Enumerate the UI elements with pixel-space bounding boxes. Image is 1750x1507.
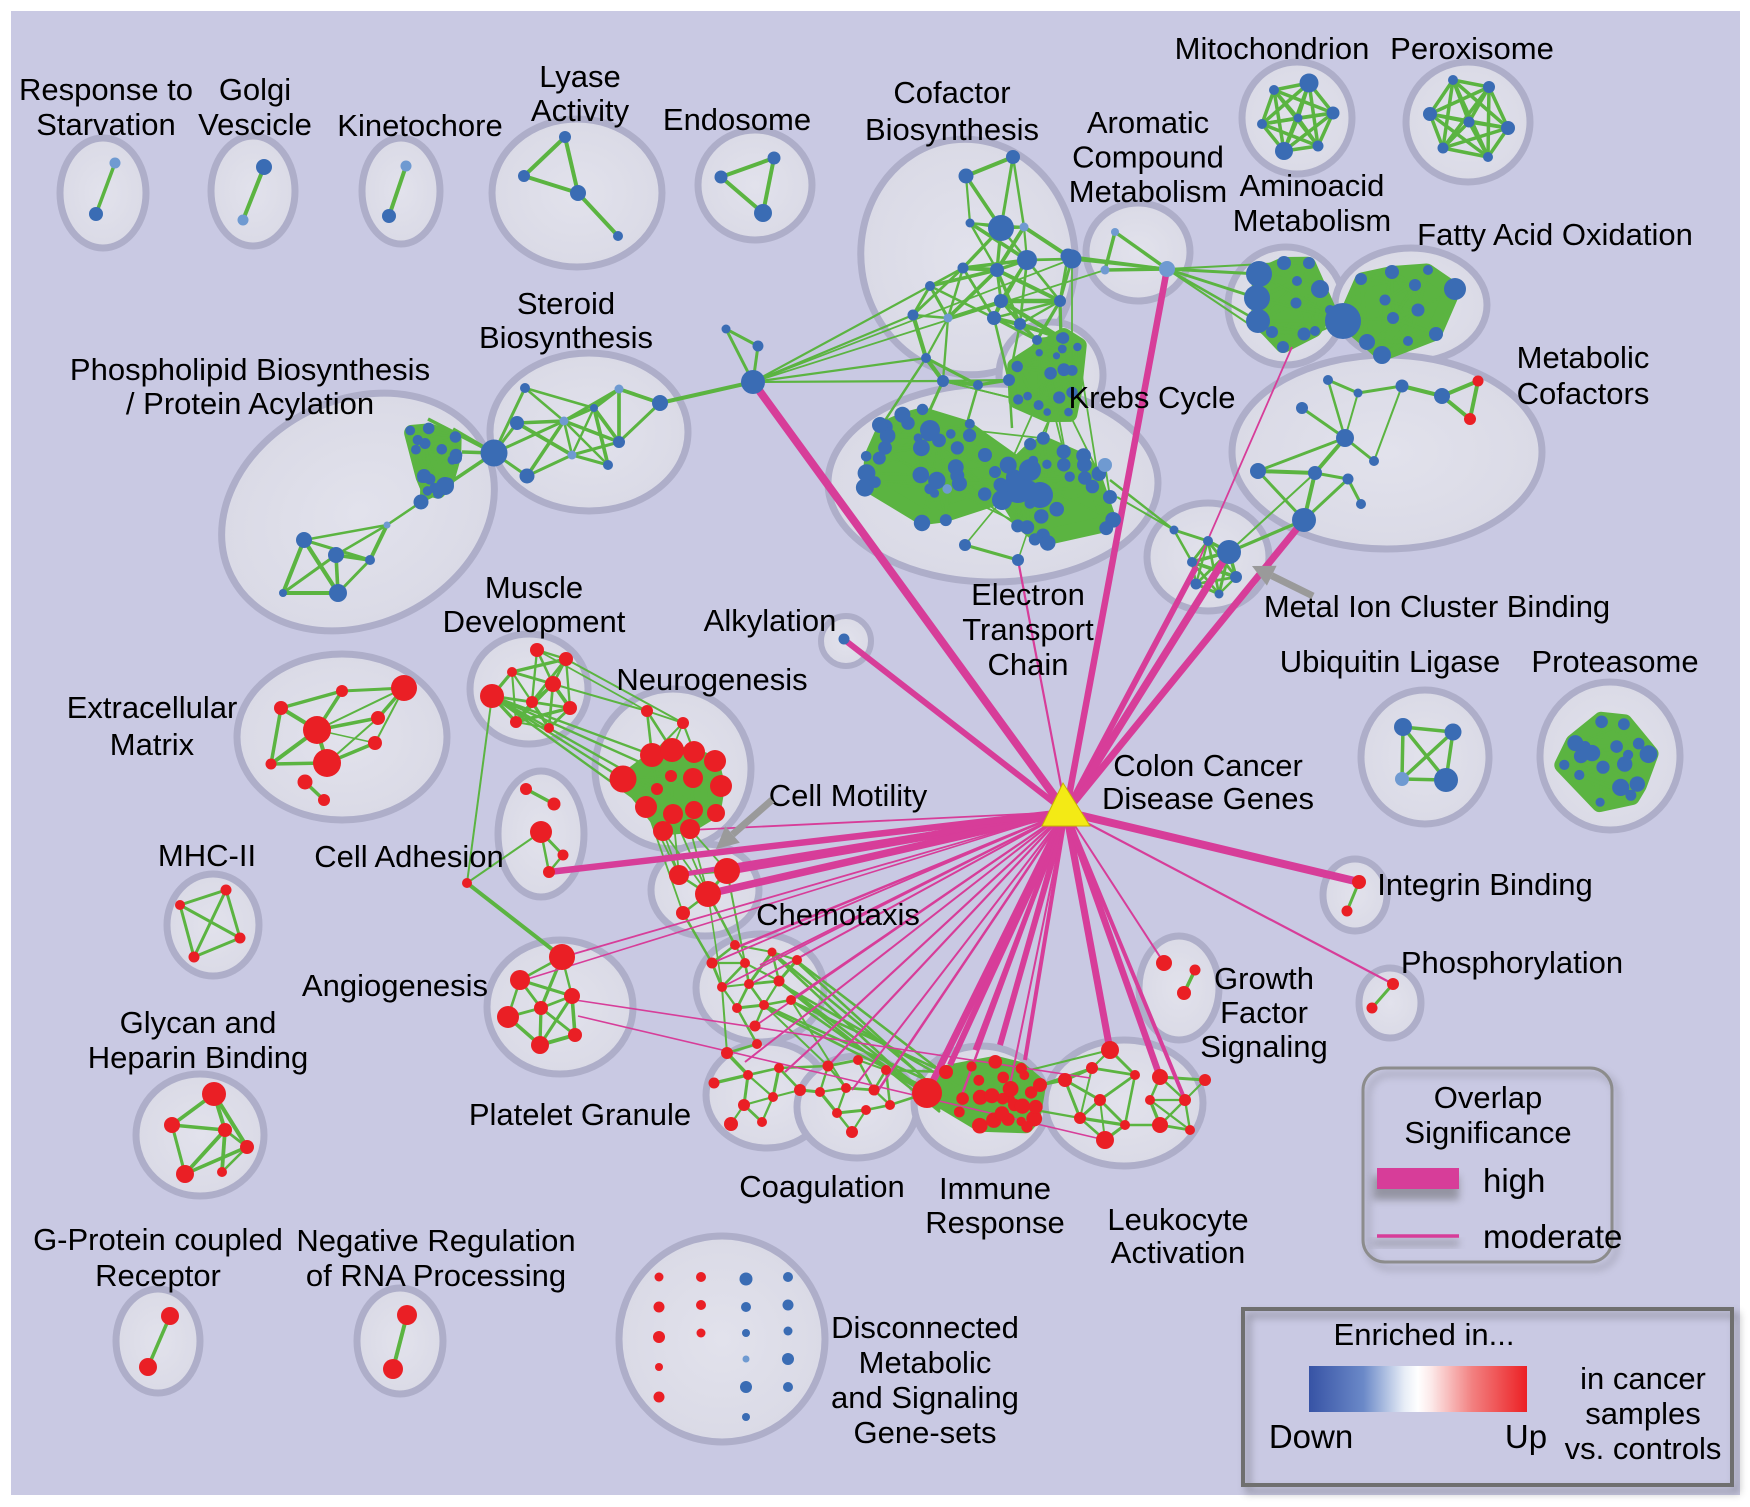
svg-text:Vescicle: Vescicle [198,107,312,142]
svg-text:Response to: Response to [19,72,193,107]
svg-text:Angiogenesis: Angiogenesis [302,968,488,1003]
svg-text:Aromatic: Aromatic [1087,105,1209,140]
svg-text:Cofactors: Cofactors [1517,376,1650,411]
svg-text:Metabolic: Metabolic [859,1345,992,1380]
svg-text:Disease Genes: Disease Genes [1102,781,1314,816]
svg-text:Steroid: Steroid [517,286,615,321]
svg-text:Phosphorylation: Phosphorylation [1401,945,1623,980]
svg-text:Extracellular: Extracellular [67,690,238,725]
svg-text:Phospholipid Biosynthesis: Phospholipid Biosynthesis [70,352,430,387]
svg-text:Enriched in...: Enriched in... [1334,1317,1515,1352]
svg-text:Up: Up [1505,1418,1547,1455]
svg-text:Metal Ion Cluster Binding: Metal Ion Cluster Binding [1264,589,1610,624]
svg-text:Biosynthesis: Biosynthesis [865,112,1039,147]
svg-text:Factor: Factor [1220,995,1308,1030]
svg-text:Integrin Binding: Integrin Binding [1377,867,1592,902]
svg-text:Overlap: Overlap [1434,1080,1543,1115]
svg-text:Neurogenesis: Neurogenesis [616,662,807,697]
svg-text:Mitochondrion: Mitochondrion [1175,31,1370,66]
svg-text:Negative Regulation: Negative Regulation [296,1223,575,1258]
svg-text:Endosome: Endosome [663,102,811,137]
svg-text:Cell Motility: Cell Motility [769,778,928,813]
svg-text:/ Protein Acylation: / Protein Acylation [126,386,374,421]
svg-text:Metabolic: Metabolic [1517,340,1650,375]
svg-text:Platelet Granule: Platelet Granule [469,1097,691,1132]
svg-text:MHC-II: MHC-II [158,838,256,873]
svg-text:Muscle: Muscle [485,570,583,605]
svg-text:Lyase: Lyase [539,59,621,94]
svg-text:Electron: Electron [971,577,1085,612]
svg-text:Response: Response [925,1205,1065,1240]
svg-text:vs. controls: vs. controls [1565,1431,1722,1466]
svg-text:Fatty Acid Oxidation: Fatty Acid Oxidation [1417,217,1693,252]
svg-text:Chain: Chain [988,647,1069,682]
svg-text:of RNA Processing: of RNA Processing [306,1258,566,1293]
svg-text:in cancer: in cancer [1580,1361,1706,1396]
svg-text:Biosynthesis: Biosynthesis [479,320,653,355]
svg-text:Compound: Compound [1072,140,1224,175]
svg-text:Down: Down [1269,1418,1353,1455]
svg-text:Metabolism: Metabolism [1069,174,1228,209]
svg-text:Signaling: Signaling [1200,1029,1328,1064]
svg-text:high: high [1483,1162,1545,1199]
svg-text:Transport: Transport [962,612,1094,647]
svg-text:and Signaling: and Signaling [831,1380,1019,1415]
svg-text:samples: samples [1585,1396,1700,1431]
svg-text:Peroxisome: Peroxisome [1390,31,1554,66]
svg-text:Alkylation: Alkylation [704,603,837,638]
svg-text:Significance: Significance [1404,1115,1571,1150]
svg-text:Gene-sets: Gene-sets [853,1415,996,1450]
svg-text:Aminoacid: Aminoacid [1240,168,1385,203]
svg-text:Matrix: Matrix [110,727,195,762]
svg-text:Immune: Immune [939,1171,1051,1206]
svg-text:Coagulation: Coagulation [739,1169,904,1204]
svg-text:Metabolism: Metabolism [1233,203,1392,238]
svg-text:Starvation: Starvation [36,107,176,142]
svg-text:Golgi: Golgi [219,72,291,107]
svg-text:Activity: Activity [531,93,630,128]
svg-text:Chemotaxis: Chemotaxis [756,897,920,932]
svg-text:Colon Cancer: Colon Cancer [1113,748,1303,783]
svg-text:G-Protein coupled: G-Protein coupled [33,1222,283,1257]
svg-text:Kinetochore: Kinetochore [337,108,502,143]
svg-text:Proteasome: Proteasome [1531,644,1698,679]
svg-text:Heparin Binding: Heparin Binding [88,1040,309,1075]
svg-text:Cofactor: Cofactor [893,75,1010,110]
svg-text:Development: Development [443,604,626,639]
svg-text:moderate: moderate [1483,1218,1622,1255]
svg-text:Growth: Growth [1214,961,1314,996]
svg-text:Disconnected: Disconnected [831,1310,1019,1345]
svg-text:Cell Adhesion: Cell Adhesion [314,839,504,874]
svg-text:Receptor: Receptor [95,1258,221,1293]
svg-text:Ubiquitin Ligase: Ubiquitin Ligase [1280,644,1501,679]
svg-text:Activation: Activation [1111,1235,1245,1270]
svg-text:Krebs Cycle: Krebs Cycle [1068,380,1235,415]
svg-text:Glycan and: Glycan and [120,1005,277,1040]
svg-text:Leukocyte: Leukocyte [1107,1202,1248,1237]
